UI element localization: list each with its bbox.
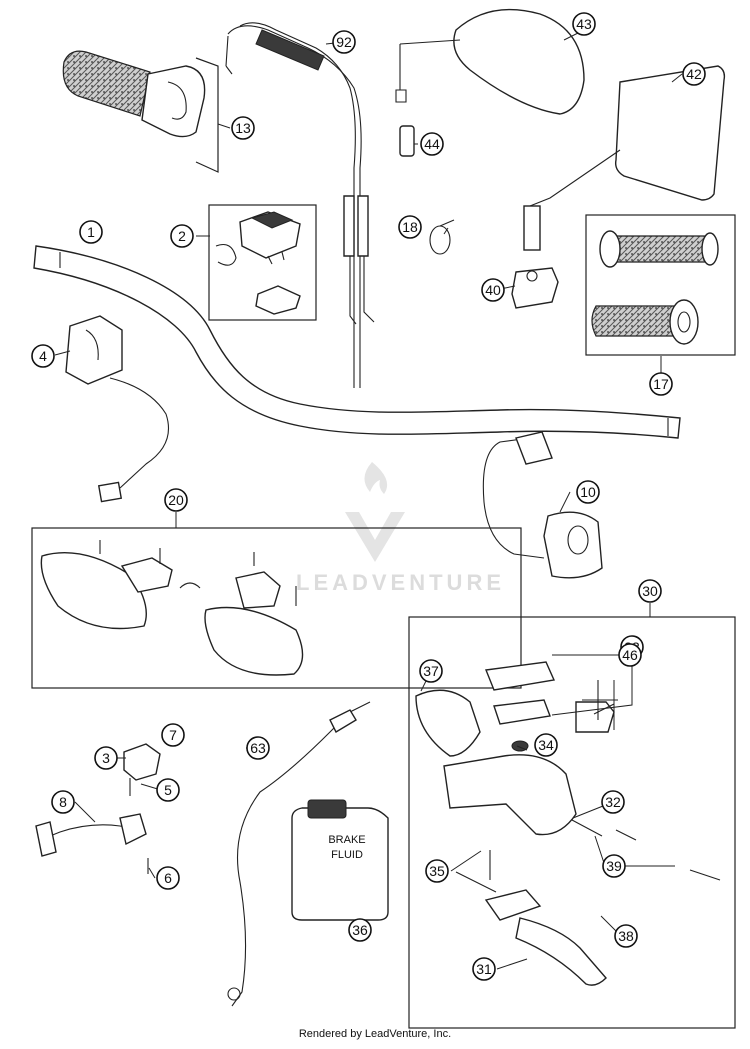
callout-63: 63 [246,736,270,760]
callout-label: 2 [178,228,186,244]
brake-fluid-bottle: BRAKE FLUID [291,799,389,921]
callout-18: 18 [398,215,422,239]
callout-8: 8 [51,790,75,814]
callout-2: 2 [170,224,194,248]
callout-label: 31 [476,961,492,977]
callout-label: 3 [102,750,110,766]
callout-20: 20 [164,488,188,512]
callout-label: 92 [336,34,352,50]
watermark: LEADVENTURE [296,462,505,595]
cable-tie [429,219,455,255]
callout-3: 3 [94,746,118,770]
callout-label: 8 [59,794,67,810]
callout-4: 4 [31,344,55,368]
callout-label: 35 [429,863,445,879]
callout-10: 10 [576,480,600,504]
callout-label: 37 [423,663,439,679]
callout-31: 31 [472,957,496,981]
callout-label: 38 [618,928,634,944]
callout-92: 92 [332,30,356,54]
bottle-label-line1: BRAKE [328,834,365,846]
footer-credit: Rendered by LeadVenture, Inc. [298,1028,452,1040]
callout-label: 18 [402,219,418,235]
callout-40: 40 [481,278,505,302]
handguards-panel [31,527,522,689]
callout-42: 42 [682,62,706,86]
callout-34: 34 [534,733,558,757]
throttle-grip [62,50,219,173]
callout-label: 7 [169,727,177,743]
callout-label: 39 [606,858,622,874]
callout-5: 5 [156,778,180,802]
callout-label: 4 [39,348,47,364]
callout-label: 34 [538,737,554,753]
callout-30: 30 [638,579,662,603]
callout-label: 6 [164,870,172,886]
callout-39: 39 [602,854,626,878]
callout-label: 1 [87,224,95,240]
throttle-cables [225,22,375,388]
callout-35: 35 [425,859,449,883]
callout-17: 17 [649,372,673,396]
callout-label: 20 [168,492,184,508]
brake-line [227,701,371,1007]
bottle-label-line2: FLUID [331,849,363,861]
mirror-clamp [511,267,559,309]
grips-panel [585,214,736,356]
callout-label: 63 [250,740,266,756]
callout-7: 7 [161,723,185,747]
callout-label: 36 [352,922,368,938]
lock-housing-panel [208,204,317,321]
watermark-text: LEADVENTURE [296,570,505,595]
callout-37: 37 [419,659,443,683]
callout-label: 44 [424,136,440,152]
lever-bracket [123,743,161,796]
callout-label: 40 [485,282,501,298]
callout-36: 36 [348,918,372,942]
callout-label: 10 [580,484,596,500]
mirror-adapter [399,125,415,157]
callout-13: 13 [231,116,255,140]
callout-label: 32 [605,794,621,810]
callout-label: 5 [164,782,172,798]
left-switch [65,315,170,503]
callout-46: 46 [618,643,642,667]
brake-assembly-panel [408,616,736,1029]
callout-6: 6 [156,866,180,890]
callout-44: 44 [420,132,444,156]
mirror-right [523,65,726,251]
callout-1: 1 [79,220,103,244]
callout-label: 46 [622,647,638,663]
right-switch [482,431,603,579]
callout-38: 38 [614,924,638,948]
callout-43: 43 [572,12,596,36]
mirror-left [395,8,585,115]
callout-label: 17 [653,376,669,392]
callout-label: 42 [686,66,702,82]
switch-cable [35,813,149,874]
callout-label: 13 [235,120,251,136]
callout-label: 30 [642,583,658,599]
callout-label: 43 [576,16,592,32]
callout-32: 32 [601,790,625,814]
handlebar [33,245,681,439]
